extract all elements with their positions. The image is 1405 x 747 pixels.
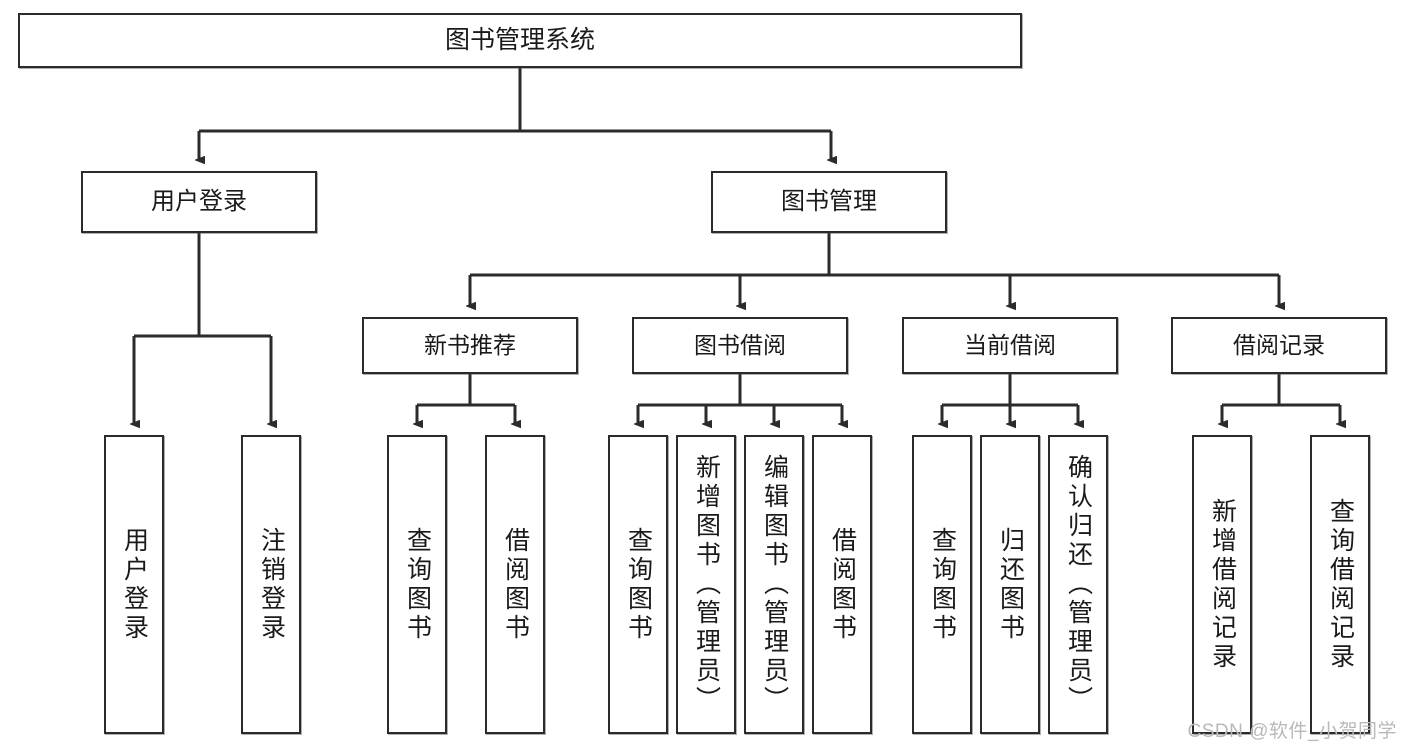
- node-current-borrow[interactable]: 当前借阅: [902, 317, 1118, 374]
- leaf-query-book-3[interactable]: 查询图书: [912, 435, 972, 734]
- node-new-book-recommend[interactable]: 新书推荐: [362, 317, 578, 374]
- leaf-add-record-label: 新增借阅记录: [1208, 497, 1237, 672]
- watermark: CSDN @软件_小贺同学: [1187, 721, 1397, 742]
- leaf-return-book[interactable]: 归还图书: [980, 435, 1040, 734]
- node-user-login-label: 用户登录: [151, 188, 247, 216]
- leaf-add-record[interactable]: 新增借阅记录: [1192, 435, 1252, 734]
- node-book-manage[interactable]: 图书管理: [711, 171, 947, 233]
- leaf-query-book-1-label: 查询图书: [403, 526, 432, 643]
- node-borrow-record-label: 借阅记录: [1233, 332, 1325, 359]
- leaf-borrow-book-1[interactable]: 借阅图书: [485, 435, 545, 734]
- leaf-edit-book[interactable]: 编辑图书（管理员）: [744, 435, 804, 734]
- node-user-login[interactable]: 用户登录: [81, 171, 317, 233]
- leaf-query-book-2-label: 查询图书: [624, 526, 653, 643]
- leaf-borrow-book-2[interactable]: 借阅图书: [812, 435, 872, 734]
- node-root-label: 图书管理系统: [444, 26, 595, 55]
- leaf-logout-login-label: 注销登录: [257, 526, 286, 643]
- leaf-confirm-return[interactable]: 确认归还（管理员）: [1048, 435, 1108, 734]
- leaf-query-record[interactable]: 查询借阅记录: [1310, 435, 1370, 734]
- leaf-query-book-1[interactable]: 查询图书: [387, 435, 447, 734]
- leaf-borrow-book-1-label: 借阅图书: [501, 526, 530, 643]
- leaf-borrow-book-2-label: 借阅图书: [828, 526, 857, 643]
- leaf-logout-login[interactable]: 注销登录: [241, 435, 301, 734]
- node-book-borrow-label: 图书借阅: [694, 332, 786, 359]
- leaf-user-login-label: 用户登录: [120, 526, 149, 643]
- node-new-book-recommend-label: 新书推荐: [424, 332, 516, 359]
- leaf-query-book-2[interactable]: 查询图书: [608, 435, 668, 734]
- leaf-edit-book-label: 编辑图书（管理员）: [760, 454, 789, 715]
- leaf-user-login[interactable]: 用户登录: [104, 435, 164, 734]
- node-borrow-record[interactable]: 借阅记录: [1171, 317, 1387, 374]
- leaf-return-book-label: 归还图书: [996, 526, 1025, 643]
- leaf-query-record-label: 查询借阅记录: [1326, 497, 1355, 672]
- node-root[interactable]: 图书管理系统: [18, 13, 1022, 68]
- node-current-borrow-label: 当前借阅: [964, 332, 1056, 359]
- node-book-borrow[interactable]: 图书借阅: [632, 317, 848, 374]
- leaf-add-book-label: 新增图书（管理员）: [692, 454, 721, 715]
- leaf-confirm-return-label: 确认归还（管理员）: [1064, 454, 1093, 715]
- node-book-manage-label: 图书管理: [781, 188, 877, 216]
- leaf-add-book[interactable]: 新增图书（管理员）: [676, 435, 736, 734]
- leaf-query-book-3-label: 查询图书: [928, 526, 957, 643]
